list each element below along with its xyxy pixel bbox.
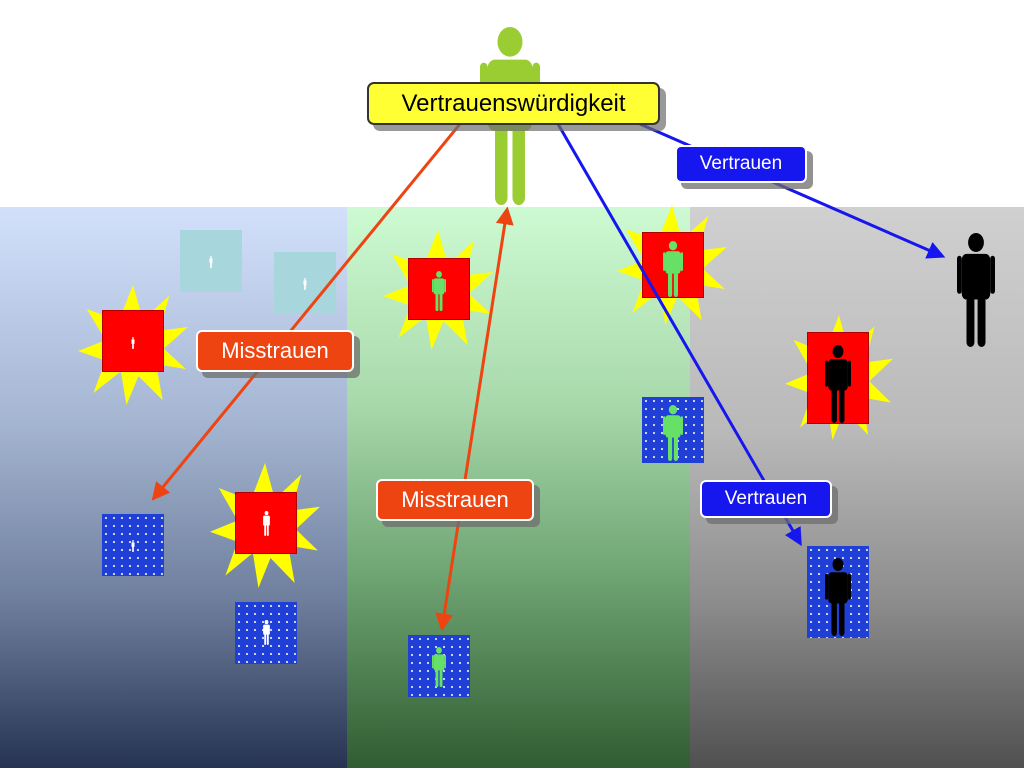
person-icon: [262, 620, 271, 645]
red-tile: [642, 232, 704, 298]
trust-label-upper: Vertrauen: [675, 145, 807, 183]
blue-tile: [102, 514, 164, 576]
person-icon: [303, 278, 307, 290]
distrust-label-middle: Misstrauen: [376, 479, 534, 521]
red-tile: [807, 332, 869, 424]
distrust-label-left: Misstrauen: [196, 330, 354, 372]
person-icon: [432, 271, 446, 311]
person-icon: [825, 345, 851, 423]
person-icon: [663, 241, 683, 297]
red-tile: [408, 258, 470, 320]
red-tile: [235, 492, 297, 554]
faded-tile: [180, 230, 242, 292]
person-icon: [663, 405, 683, 461]
blue-tile: [408, 635, 470, 697]
red-tile: [102, 310, 164, 372]
person-icon: [209, 256, 213, 268]
person-icon-black-large: [957, 233, 995, 347]
person-icon: [262, 511, 271, 536]
person-icon: [432, 647, 446, 687]
person-icon: [131, 337, 135, 349]
person-icon: [131, 540, 135, 552]
trust-label-lower: Vertrauen: [700, 480, 832, 518]
blue-tile: [235, 602, 297, 664]
person-icon: [825, 558, 851, 636]
title-box: Vertrauenswürdigkeit: [367, 82, 660, 125]
blue-tile: [807, 546, 869, 638]
faded-tile: [274, 252, 336, 314]
blue-tile: [642, 397, 704, 463]
